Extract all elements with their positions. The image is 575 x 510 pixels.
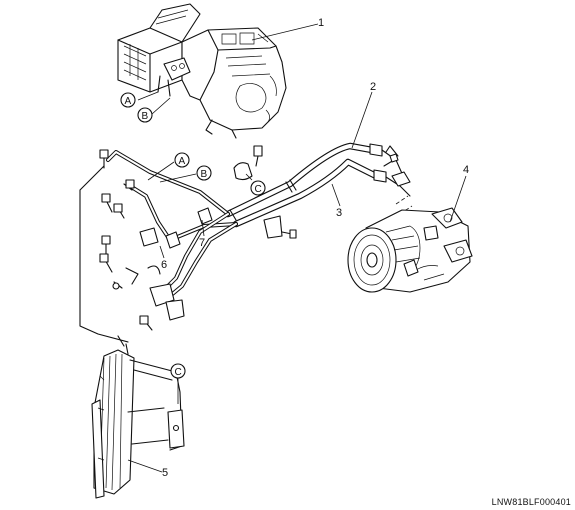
marker-b-hvac-label: B bbox=[142, 111, 149, 122]
marker-c-condenser-label: C bbox=[175, 367, 182, 378]
marker-b-hvac bbox=[137, 107, 153, 123]
callout-4-label: 4 bbox=[463, 164, 469, 176]
condenser bbox=[91, 335, 185, 499]
hose-assembly bbox=[224, 142, 411, 228]
callout-1-label: 1 bbox=[318, 17, 324, 29]
callout-5-label: 5 bbox=[162, 467, 168, 479]
callout-3-label: 3 bbox=[336, 207, 342, 219]
compressor bbox=[347, 195, 473, 293]
marker-a-hvac bbox=[120, 92, 136, 108]
pipe-bundle bbox=[99, 149, 238, 331]
callout-6-label: 6 bbox=[161, 259, 167, 271]
marker-c-clamp-label: C bbox=[255, 184, 262, 195]
callout-7-label: 7 bbox=[199, 237, 205, 249]
drawing-code: LNW81BLF000401 bbox=[491, 497, 571, 507]
marker-a-lines-label: A bbox=[179, 156, 186, 167]
marker-a-hvac-label: A bbox=[125, 96, 132, 107]
marker-a-lines bbox=[174, 152, 190, 168]
callout-2-label: 2 bbox=[370, 81, 376, 93]
hvac-unit bbox=[117, 3, 287, 139]
marker-c-clamp bbox=[250, 180, 266, 196]
marker-b-lines bbox=[196, 165, 212, 181]
marker-b-lines-label: B bbox=[201, 169, 208, 180]
